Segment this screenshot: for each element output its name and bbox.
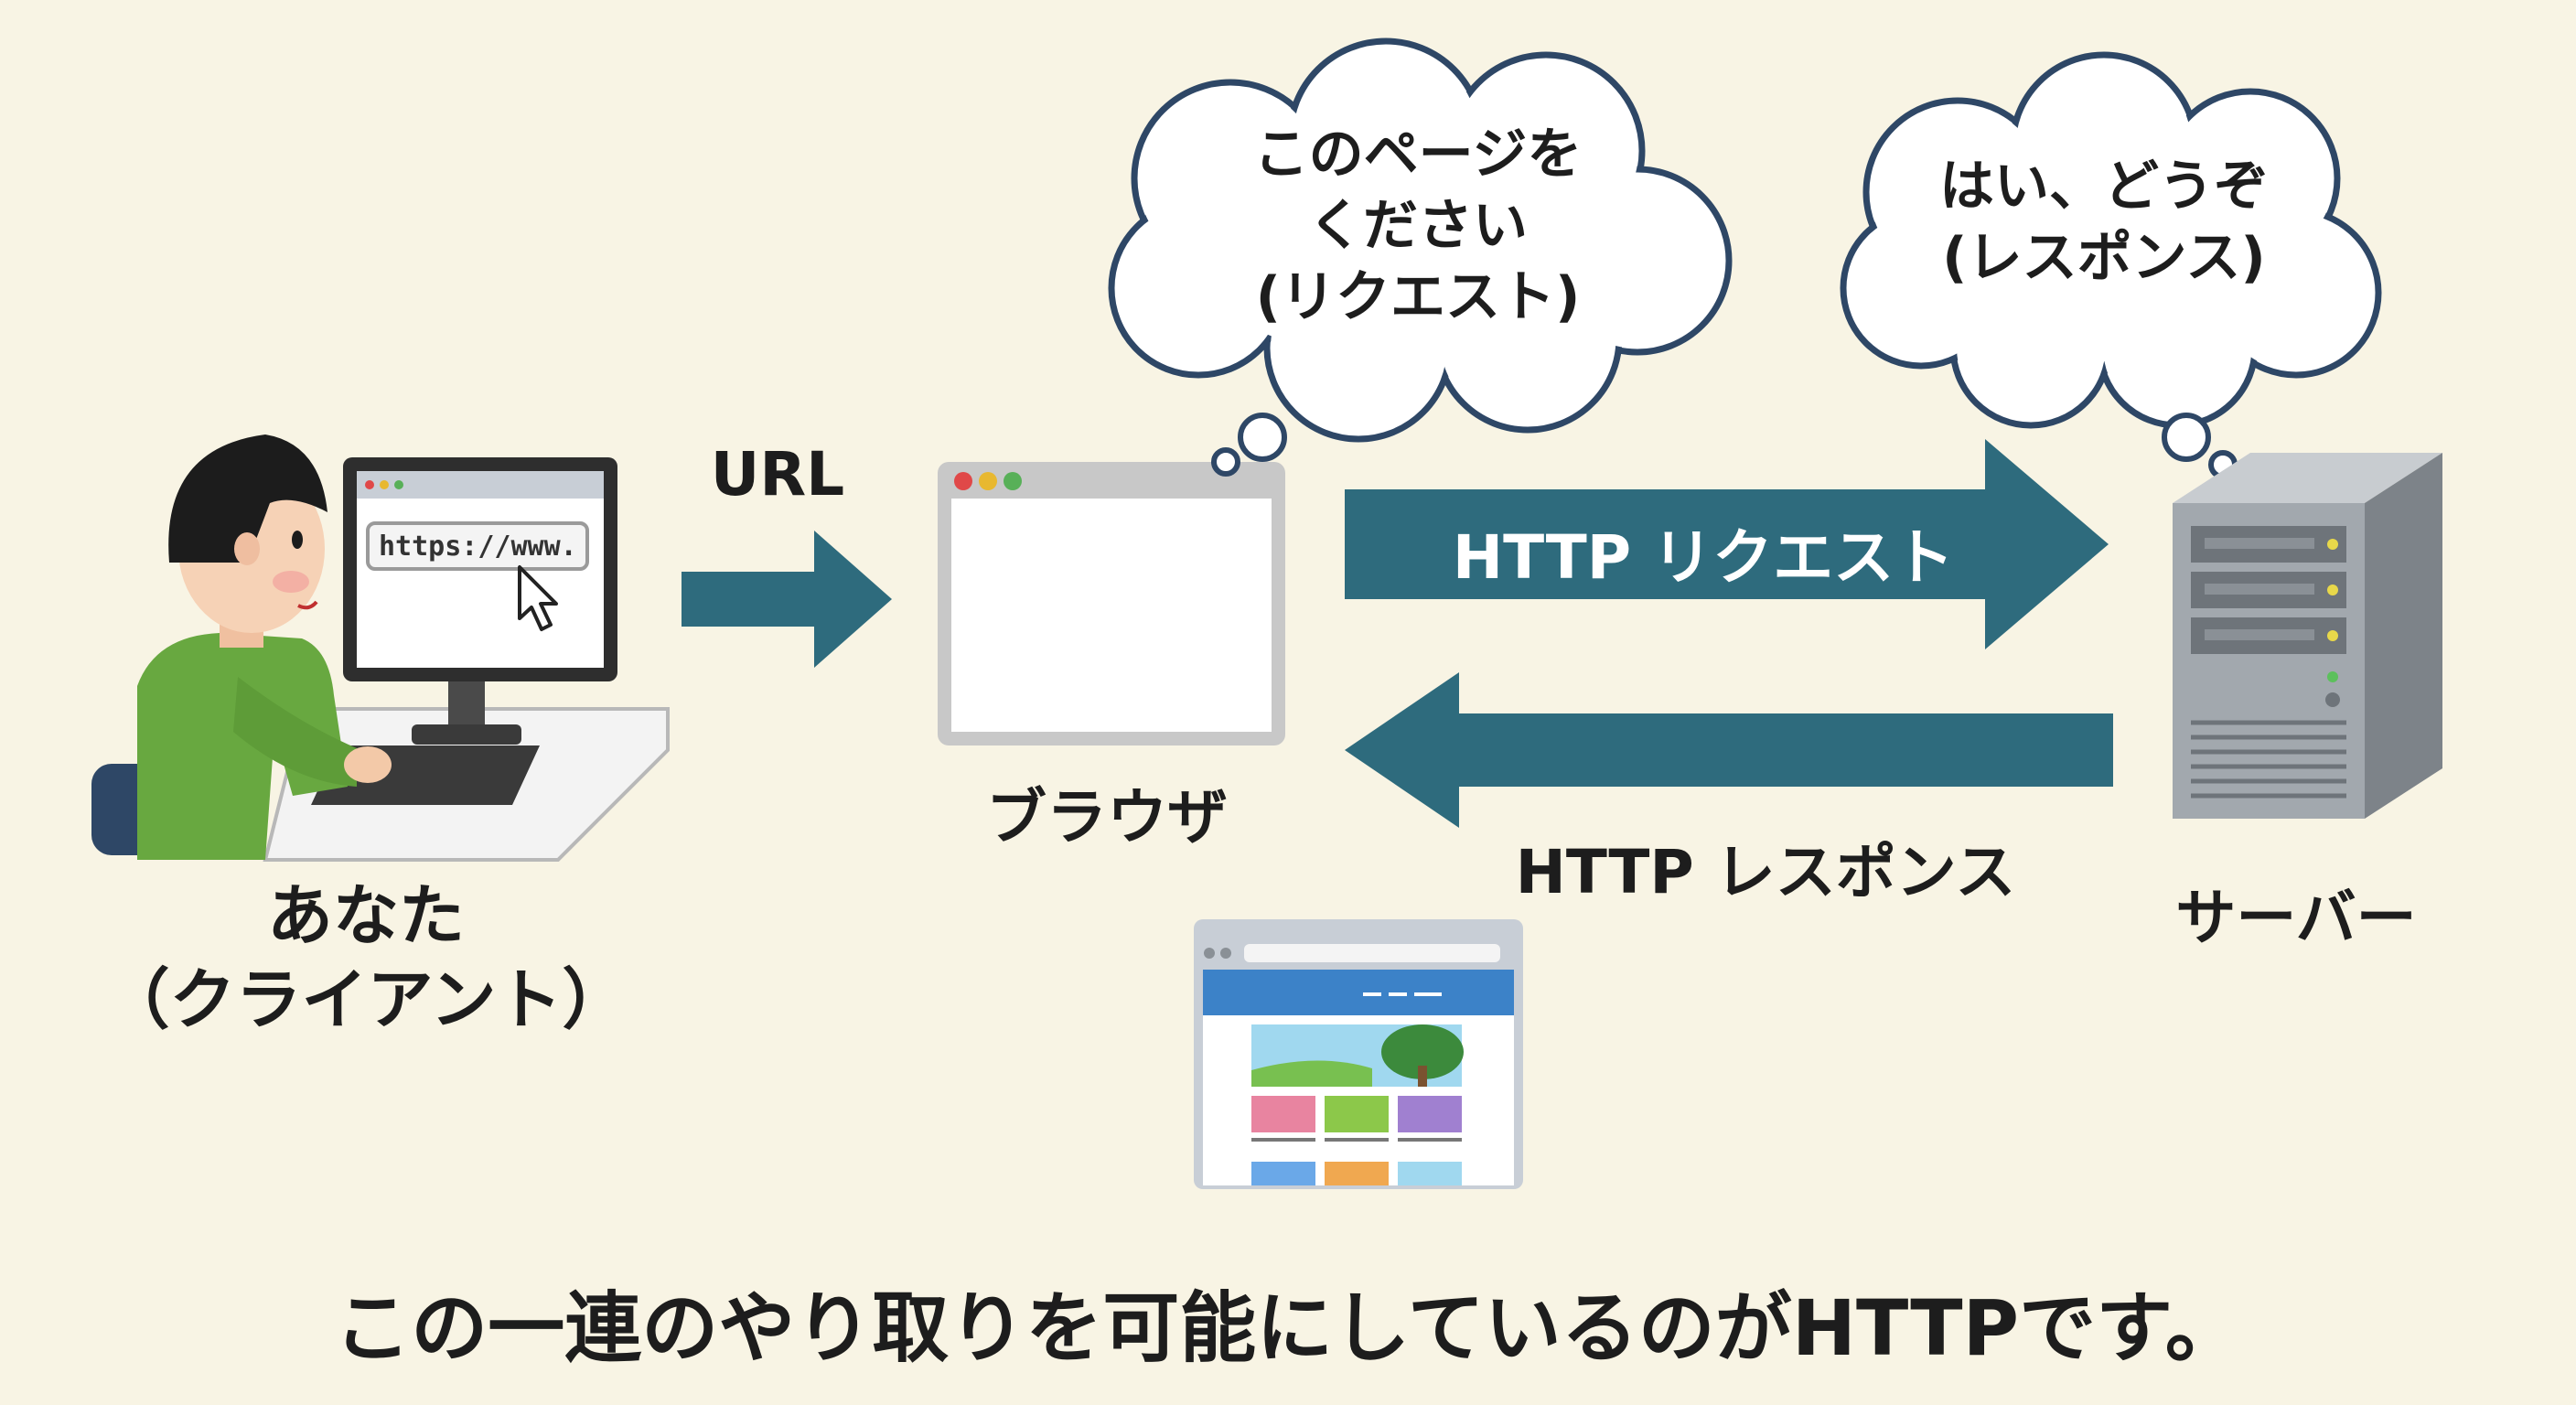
client-label-line2: （クライアント） [103, 961, 628, 1038]
person-body [137, 633, 348, 860]
http-response-arrow [1345, 672, 2113, 828]
cursor-icon [518, 565, 558, 631]
client-label: あなた （クライアント） [55, 874, 677, 1042]
browser-maximize-dot [1004, 472, 1022, 490]
browser-thought-bubble [1108, 38, 1733, 477]
caption: この一連のやり取りを可能にしているのがHTTPです。 [334, 1283, 2242, 1373]
monitor: https://www. [343, 457, 617, 681]
browser-window [938, 462, 1285, 745]
server-thought-line2: (レスポンス) [1942, 226, 2266, 290]
http-request-arrow [1345, 439, 2109, 649]
server-thought-bubble [1840, 51, 2382, 479]
server-status-led [2327, 671, 2338, 682]
server-thought-text: はい、どうぞ (レスポンス) [1866, 151, 2342, 294]
server-label: サーバー [2175, 883, 2417, 953]
browser-thought-line3: (リクエスト) [1255, 265, 1581, 329]
browser-thought-line2: ください [1308, 194, 1528, 258]
browser-thought-line1: このページを [1253, 123, 1583, 187]
server-power-button [2325, 692, 2340, 707]
person-hair [168, 434, 327, 563]
webpage-header-bar [1203, 970, 1514, 1015]
client-illustration: https://www. [91, 434, 670, 862]
client-label-line1: あなた [266, 877, 465, 954]
server-drive-bays [2191, 526, 2346, 654]
url-arrow [682, 531, 892, 668]
monitor-url-text: https://www. [379, 531, 577, 563]
server-vent [2191, 720, 2346, 799]
browser-close-dot [954, 472, 972, 490]
server-thought-line1: はい、どうぞ [1939, 155, 2269, 219]
http-request-label: HTTP リクエスト [1452, 522, 1955, 593]
browser-label: ブラウザ [986, 782, 1228, 853]
response-webpage [1194, 919, 1523, 1189]
server-tower [2173, 453, 2442, 819]
monitor-url-field [366, 521, 589, 571]
http-response-label: HTTP レスポンス [1515, 837, 2016, 907]
url-label: URL [710, 439, 845, 509]
browser-thought-text: このページを ください (リクエスト) [1134, 119, 1701, 333]
browser-minimize-dot [979, 472, 997, 490]
